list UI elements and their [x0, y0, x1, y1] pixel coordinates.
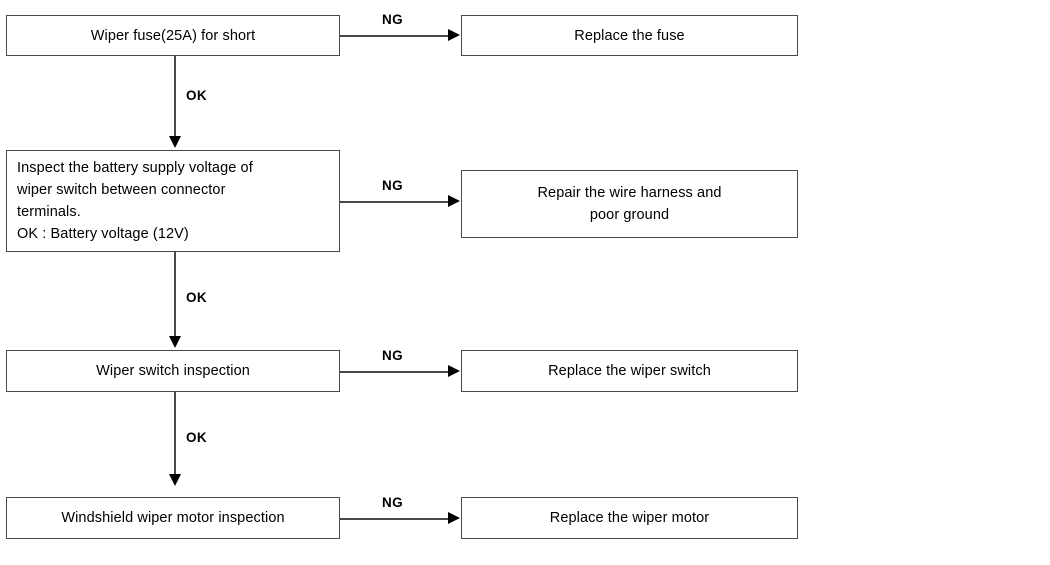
edge-label-ng-fuse: NG: [382, 12, 404, 27]
node-replace-switch-label: Replace the wiper switch: [548, 363, 711, 379]
edge-label-ng-switch: NG: [382, 348, 404, 363]
edge-label-ng-motor: NG: [382, 495, 404, 510]
node-check-fuse[interactable]: Wiper fuse(25A) for short: [6, 15, 340, 56]
node-check-switch[interactable]: Wiper switch inspection: [6, 350, 340, 392]
connector-motor-to-replace-motor: [340, 518, 450, 520]
arrowhead-right-icon: [448, 365, 460, 377]
connector-switch-to-motor: [174, 392, 176, 476]
connector-voltage-to-switch: [174, 252, 176, 338]
node-replace-motor[interactable]: Replace the wiper motor: [461, 497, 798, 539]
connector-switch-to-replace-switch: [340, 371, 450, 373]
node-check-voltage[interactable]: Inspect the battery supply voltage of wi…: [6, 150, 340, 252]
node-repair-harness[interactable]: Repair the wire harness and poor ground: [461, 170, 798, 238]
node-check-motor-label: Windshield wiper motor inspection: [61, 510, 285, 526]
edge-label-ok-switch: OK: [186, 430, 208, 445]
arrowhead-right-icon: [448, 29, 460, 41]
node-replace-fuse[interactable]: Replace the fuse: [461, 15, 798, 56]
connector-fuse-to-replace-fuse: [340, 35, 450, 37]
node-check-switch-label: Wiper switch inspection: [96, 363, 250, 379]
edge-label-ok-voltage: OK: [186, 290, 208, 305]
arrowhead-down-icon: [169, 336, 181, 348]
node-repair-harness-label: Repair the wire harness and poor ground: [537, 185, 722, 223]
node-replace-switch[interactable]: Replace the wiper switch: [461, 350, 798, 392]
node-check-voltage-label: Inspect the battery supply voltage of wi…: [17, 160, 253, 242]
arrowhead-right-icon: [448, 512, 460, 524]
node-check-fuse-label: Wiper fuse(25A) for short: [90, 27, 256, 44]
edge-label-ok-fuse: OK: [186, 88, 208, 103]
connector-fuse-to-voltage: [174, 56, 176, 138]
node-check-motor[interactable]: Windshield wiper motor inspection: [6, 497, 340, 539]
arrowhead-down-icon: [169, 136, 181, 148]
arrowhead-down-icon: [169, 474, 181, 486]
arrowhead-right-icon: [448, 195, 460, 207]
node-replace-motor-label: Replace the wiper motor: [549, 510, 710, 526]
node-replace-fuse-label: Replace the fuse: [574, 27, 685, 44]
connector-voltage-to-repair-harness: [340, 201, 450, 203]
edge-label-ng-voltage: NG: [382, 178, 404, 193]
